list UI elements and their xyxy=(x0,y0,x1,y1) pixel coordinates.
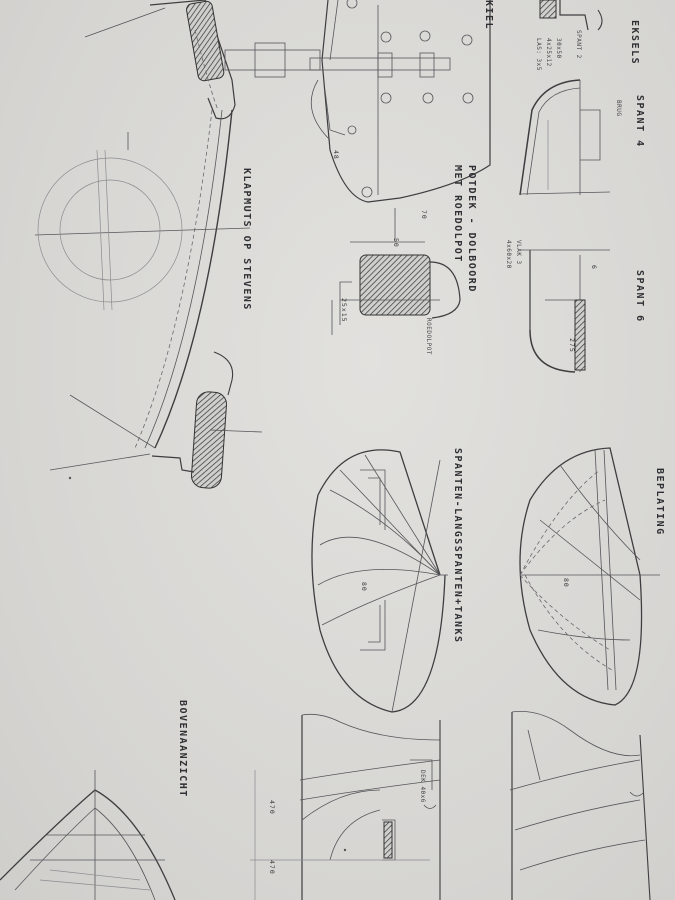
dimension-80-b: 80 xyxy=(562,578,570,588)
circle-detail xyxy=(37,132,183,311)
note-vlak3: VLAK 3 xyxy=(515,240,522,265)
dimension-25x15: 25x15 xyxy=(340,298,348,323)
label-spanten-langsspanten: SPANTEN-LANGSSPANTEN+TANKS xyxy=(452,448,463,644)
profile-view-center xyxy=(250,713,441,900)
dimension-275: 275 xyxy=(568,338,576,353)
stem-curve xyxy=(34,109,251,471)
top-view xyxy=(0,770,176,900)
profile-view-right xyxy=(509,711,651,900)
note-4x25x12: 4x25x12 xyxy=(545,38,552,67)
label-kiel: KIEL xyxy=(483,0,494,31)
label-bovenaanzicht: BOVENAANZICHT xyxy=(177,700,188,798)
dimension-470-a: 470 xyxy=(268,800,276,815)
label-potdek: POTDEK - DOLBOORD xyxy=(466,165,477,293)
note-roedolpot: ROEDOLPOT xyxy=(425,318,432,356)
label-spant4: SPANT 4 xyxy=(634,95,645,148)
note-brug: BRUG xyxy=(615,100,622,117)
label-spant6: SPANT 6 xyxy=(634,270,645,323)
dimension-70: 70 xyxy=(420,210,428,220)
note-4x60x20: 4x60x20 xyxy=(505,240,512,269)
stem-lower-detail xyxy=(151,351,263,489)
dimension-48: 48 xyxy=(332,150,340,160)
label-roedolpot: MET ROEDOLPOT xyxy=(452,165,463,263)
scatter-marks xyxy=(68,476,347,852)
dimension-80-a: 80 xyxy=(360,582,368,592)
label-eksels: EKSELS xyxy=(629,20,640,66)
note-las: LAS: 3x5 xyxy=(535,38,542,71)
dimension-6: 6 xyxy=(590,265,598,270)
dimension-470-b: 470 xyxy=(268,860,276,875)
eksels-detail xyxy=(539,0,603,31)
plating-hull xyxy=(519,447,660,706)
spant6-section xyxy=(520,249,610,373)
spant4-section xyxy=(519,79,611,196)
label-klapmuts: KLAPMUTS OP STEVENS xyxy=(241,168,252,311)
keel-section xyxy=(224,0,491,203)
frames-tanks-hull xyxy=(311,449,448,713)
label-beplating: BEPLATING xyxy=(654,468,665,536)
note-spant2: SPANT 2 xyxy=(575,30,582,59)
note-dek: DEK 40x6 xyxy=(419,770,426,803)
stem-upper-detail xyxy=(84,0,236,120)
dimension-50: 50 xyxy=(392,238,400,248)
note-30x50: 30x50 xyxy=(555,38,562,59)
potdek-dolboord-section xyxy=(331,208,461,335)
